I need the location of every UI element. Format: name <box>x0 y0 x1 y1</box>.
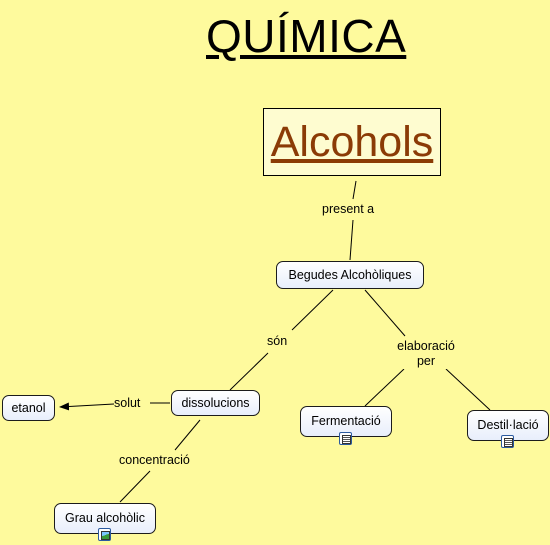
node-grau-alcoholic[interactable]: Grau alcohòlic <box>54 503 156 534</box>
node-label: etanol <box>11 400 46 415</box>
line-begudes-elaboracio <box>364 289 406 337</box>
node-label: Fermentació <box>311 414 381 428</box>
line-present-begudes <box>349 219 354 261</box>
line-dissolucions-concentracio <box>174 419 201 451</box>
link-label-concentracio: concentració <box>119 453 190 468</box>
line-concentracio-grau <box>119 470 151 503</box>
link-label-present-a: present a <box>322 202 375 217</box>
node-dissolucions[interactable]: dissolucions <box>171 390 260 416</box>
line-begudes-son <box>291 289 334 331</box>
line-solut-etanol <box>59 402 115 411</box>
node-label: Begudes Alcohòliques <box>288 267 412 282</box>
link-label-solut: solut <box>114 396 141 411</box>
page-title: QUÍMICA <box>206 10 407 62</box>
node-label: Destil·lació <box>477 418 539 432</box>
line-alcohols-present <box>352 180 357 200</box>
document-icon[interactable] <box>501 435 514 448</box>
node-begudes-alcoholiques[interactable]: Begudes Alcohòliques <box>276 261 424 289</box>
line-elaboracio-destillacio <box>445 368 491 411</box>
line-son-dissolucions <box>229 352 269 391</box>
link-label-line: elaboració <box>397 339 455 353</box>
main-concept-box: Alcohols <box>263 108 441 176</box>
node-label: dissolucions <box>181 395 250 410</box>
link-label-elaboracio-per: elaboració per <box>392 339 460 369</box>
link-label-line: per <box>416 354 436 368</box>
main-concept-link[interactable]: Alcohols <box>270 118 434 166</box>
line-elaboracio-fermentacio <box>364 368 405 407</box>
node-label: Grau alcohòlic <box>65 511 145 525</box>
node-fermentacio[interactable]: Fermentació <box>300 406 392 437</box>
node-etanol[interactable]: etanol <box>2 395 55 421</box>
document-icon[interactable] <box>339 432 352 445</box>
image-icon[interactable] <box>98 528 111 541</box>
link-label-son: són <box>267 334 288 349</box>
